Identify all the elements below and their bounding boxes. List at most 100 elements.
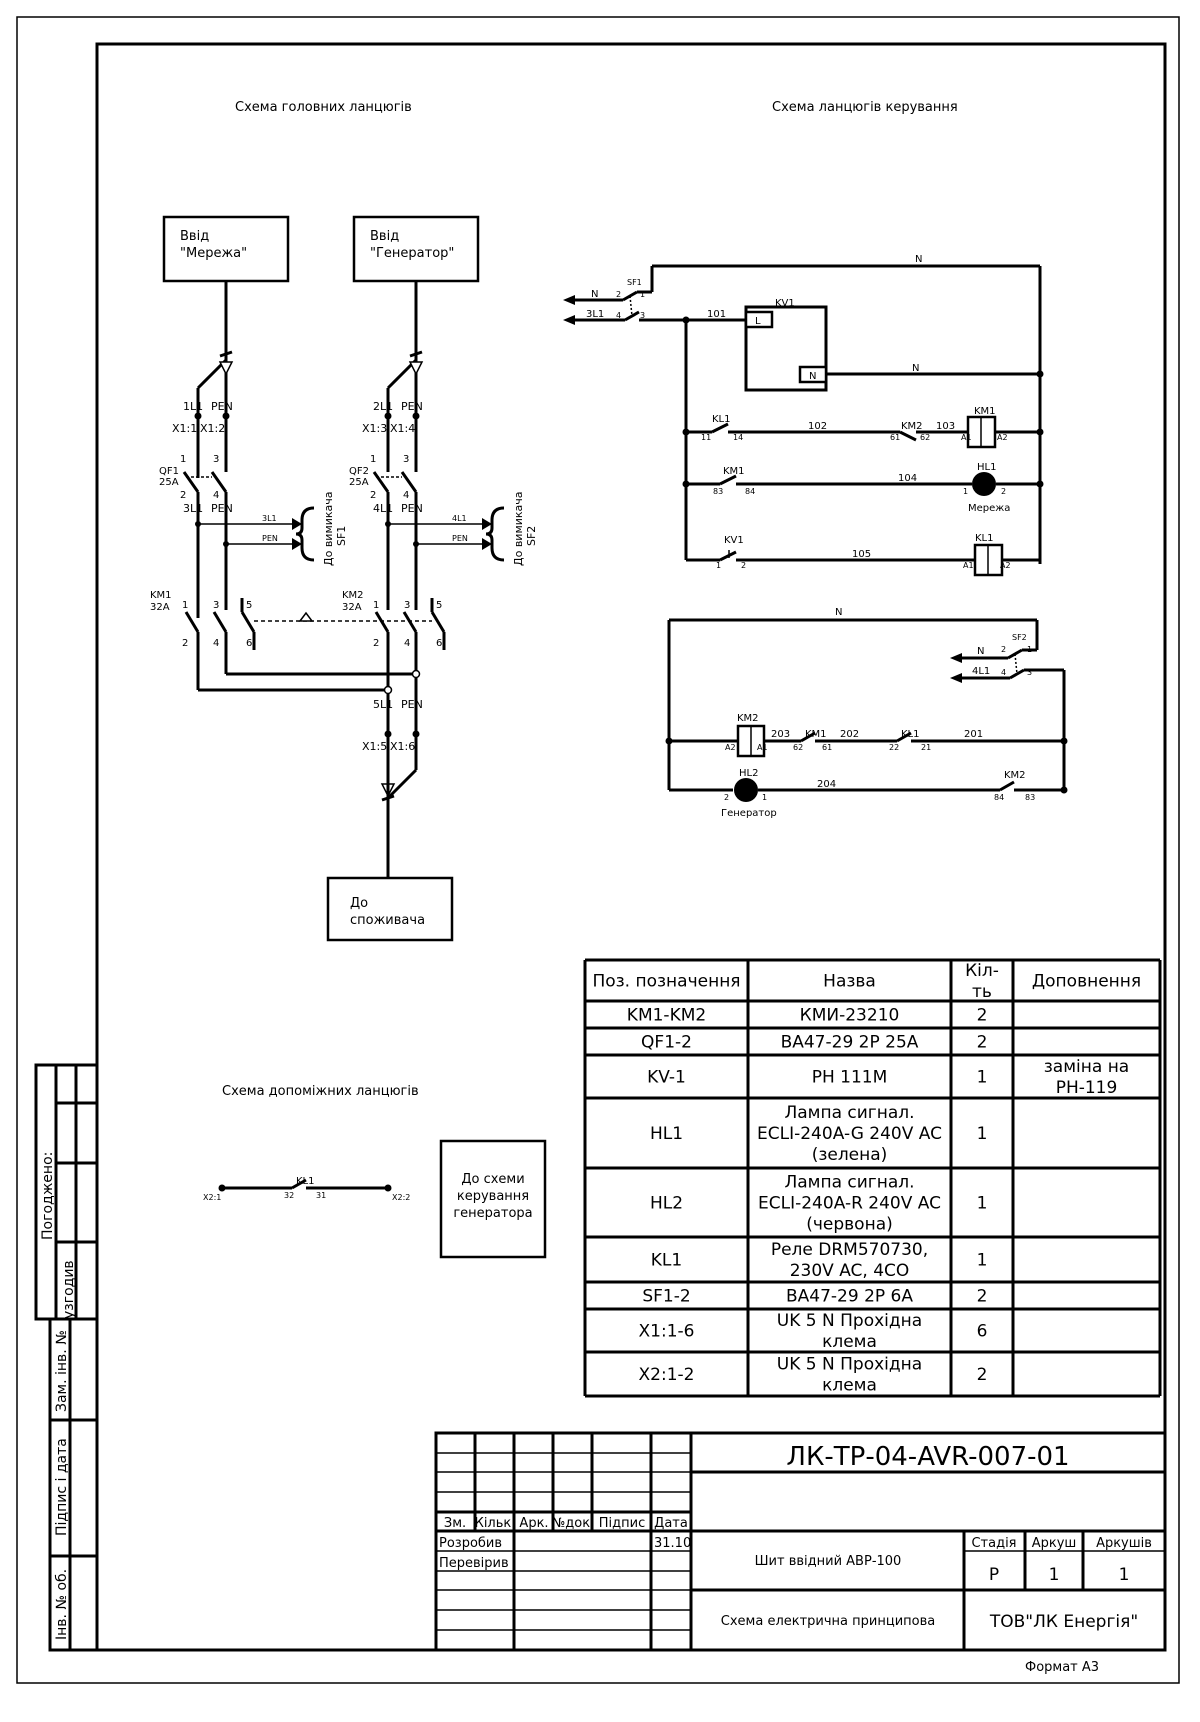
bom-cell: Лампа сигнал.ECLI-240A-G 240V AC(зелена) — [757, 1103, 942, 1165]
svg-text:31: 31 — [316, 1191, 326, 1200]
bom-cell: КМИ-23210 — [800, 1005, 900, 1025]
bom-cell: ВА47-29 2Р 25А — [781, 1032, 919, 1052]
svg-text:101: 101 — [707, 309, 726, 320]
bom-cell: 2 — [977, 1365, 988, 1385]
svg-text:KM2: KM2 — [901, 421, 923, 432]
bom-header: Доповнення — [1032, 971, 1141, 991]
svg-text:A2: A2 — [725, 743, 736, 752]
svg-text:3L1: 3L1 — [183, 502, 203, 515]
svg-text:Аркушів: Аркушів — [1096, 1536, 1152, 1551]
svg-text:4: 4 — [213, 638, 219, 649]
svg-text:A2: A2 — [997, 433, 1008, 442]
svg-text:25A: 25A — [349, 477, 369, 488]
qf2-label: QF2 — [349, 466, 369, 477]
terminal-x1-6: X1:6 — [390, 740, 415, 753]
bom-cell: HL1 — [650, 1124, 683, 1144]
hl2-lamp — [734, 778, 758, 802]
svg-text:N: N — [591, 289, 598, 300]
svg-text:32A: 32A — [342, 602, 362, 613]
svg-text:KL1: KL1 — [296, 1176, 315, 1187]
format-label: Формат А3 — [1025, 1660, 1099, 1675]
svg-text:KM1: KM1 — [723, 466, 745, 477]
svg-text:103: 103 — [936, 421, 955, 432]
svg-text:3L1: 3L1 — [586, 309, 604, 320]
terminal-x1-2: X1:2 — [200, 422, 225, 435]
svg-text:PEN: PEN — [401, 698, 423, 711]
svg-text:PEN: PEN — [452, 534, 468, 543]
bom-cell: 2 — [977, 1286, 988, 1306]
svg-text:201: 201 — [964, 729, 983, 740]
control-circuit-1: N N 3L1 SF1 2 1 4 3 101 KV1 L N N — [563, 254, 1044, 577]
svg-text:Аркуш: Аркуш — [1032, 1536, 1077, 1551]
svg-text:2: 2 — [724, 793, 729, 802]
sheets-value: 1 — [1119, 1565, 1130, 1585]
svg-text:1: 1 — [963, 487, 968, 496]
sf1-ctrl-label: SF1 — [627, 278, 642, 287]
title-block: Зм. Кільк. Арк. №док. Підпис Дата Розроб… — [434, 1431, 1167, 1675]
checked-label: Перевірив — [439, 1556, 509, 1571]
svg-text:4L1: 4L1 — [373, 502, 393, 515]
input-gen-line1: Ввід — [370, 229, 399, 244]
svg-text:3: 3 — [213, 454, 219, 465]
hl2-label: HL2 — [739, 768, 758, 779]
bom-cell: X1:1-6 — [639, 1321, 695, 1341]
bom-cell: РН 111М — [812, 1067, 888, 1087]
aux-circuit: X2:1 X2:2 KL1 32 31 До схеми керування г… — [203, 1139, 547, 1259]
to-sf2-line1: До вимикача — [512, 491, 525, 566]
svg-text:N: N — [912, 363, 919, 374]
svg-text:1L1: 1L1 — [183, 400, 203, 413]
kv1-label: KV1 — [775, 298, 795, 309]
svg-text:X2:2: X2:2 — [392, 1193, 410, 1202]
doc-code: ЛК-ТР-04-AVR-007-01 — [786, 1442, 1069, 1472]
svg-text:1: 1 — [640, 290, 645, 299]
svg-text:1: 1 — [373, 600, 379, 611]
svg-text:21: 21 — [921, 743, 931, 752]
bom-cell: X2:1-2 — [639, 1365, 695, 1385]
svg-text:X2:1: X2:1 — [203, 1193, 221, 1202]
hl1-lamp — [972, 472, 996, 496]
svg-text:2: 2 — [741, 561, 746, 570]
svg-text:11: 11 — [701, 433, 711, 442]
svg-text:32: 32 — [284, 1191, 294, 1200]
svg-text:KM1: KM1 — [974, 406, 996, 417]
svg-text:4: 4 — [403, 490, 409, 501]
svg-text:104: 104 — [898, 473, 917, 484]
bom-cell: KL1 — [651, 1250, 682, 1270]
svg-text:4: 4 — [404, 638, 410, 649]
svg-text:2: 2 — [180, 490, 186, 501]
bom-table: Поз. позначення Назва Кіл-ть ДоповненняKM1-… — [583, 958, 1162, 1398]
to-consumer-box — [326, 876, 454, 942]
svg-text:2: 2 — [182, 638, 188, 649]
svg-text:Кільк.: Кільк. — [475, 1516, 516, 1531]
bom-cell: KM1-KM2 — [627, 1005, 706, 1025]
svg-text:До схеми: До схеми — [461, 1172, 524, 1187]
svg-text:5: 5 — [436, 600, 442, 611]
svg-text:3: 3 — [404, 600, 410, 611]
svg-text:1: 1 — [180, 454, 186, 465]
stage-value: Р — [989, 1565, 999, 1585]
control-circuits-title: Схема ланцюгів керування — [772, 100, 958, 115]
svg-text:A1: A1 — [757, 743, 768, 752]
company-name: ТОВ"ЛК Енергія" — [989, 1612, 1138, 1632]
svg-text:14: 14 — [733, 433, 743, 442]
svg-text:генератора: генератора — [453, 1206, 532, 1221]
svg-text:62: 62 — [920, 433, 930, 442]
outer-frame — [16, 16, 1180, 1684]
bom-header: Назва — [823, 971, 876, 991]
svg-text:5L1: 5L1 — [373, 698, 393, 711]
km2-label: KM2 — [342, 590, 364, 601]
svg-text:1: 1 — [370, 454, 376, 465]
main-circuit: Ввід "Мережа" Ввід "Генератор" 1L1 PEN X… — [150, 215, 538, 942]
aux-circuits-title: Схема допоміжних ланцюгів — [222, 1084, 419, 1099]
input-grid-line1: Ввід — [180, 229, 209, 244]
bom-header: Кіл-ть — [965, 961, 999, 1002]
sheet-title: Шит ввідний АВР-100 — [755, 1554, 902, 1569]
svg-text:1: 1 — [716, 561, 721, 570]
svg-text:3: 3 — [213, 600, 219, 611]
svg-text:PEN: PEN — [401, 400, 423, 413]
bom-cell: QF1-2 — [641, 1032, 692, 1052]
bom-header: Поз. позначення — [592, 971, 740, 991]
grid-lamp-caption: Мережа — [968, 503, 1010, 514]
svg-text:62: 62 — [793, 743, 803, 752]
